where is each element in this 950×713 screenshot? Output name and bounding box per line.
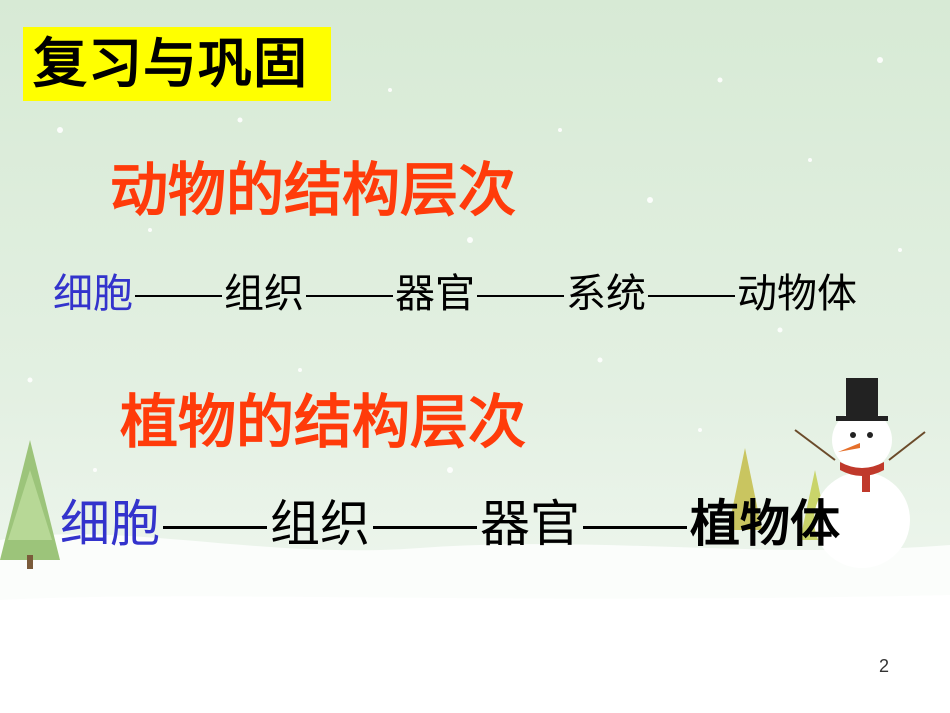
chain-dash — [135, 295, 222, 297]
animal-chain-item: 细胞 — [53, 271, 133, 317]
plant-chain-item: 组织 — [270, 495, 370, 553]
chain-dash — [373, 526, 477, 529]
animal-chain-item: 组织 — [224, 271, 304, 317]
plant-chain-item: 器官 — [480, 495, 580, 553]
animal-structure-heading: 动物的结构层次 — [110, 156, 517, 224]
animal-chain-item: 系统 — [566, 271, 646, 317]
snowman — [794, 378, 926, 568]
animal-chain: 细胞 组织 器官 系统 动物体 — [53, 268, 857, 320]
chain-dash — [306, 295, 393, 297]
plant-chain: 细胞 组织 器官 植物体 — [60, 492, 840, 556]
chain-dash — [648, 295, 735, 297]
animal-chain-item: 器官 — [395, 271, 475, 317]
animal-chain-item: 动物体 — [737, 271, 857, 317]
title-highlight-box — [23, 27, 331, 101]
tree-left — [0, 440, 60, 569]
page-number: 2 — [879, 656, 890, 676]
plant-chain-item: 植物体 — [690, 495, 840, 553]
slide-title: 复习与巩固 — [33, 32, 308, 95]
plant-chain-item: 细胞 — [60, 495, 160, 553]
chain-dash — [163, 526, 267, 529]
chain-dash — [583, 526, 687, 529]
chain-dash — [477, 295, 564, 297]
plant-structure-heading: 植物的结构层次 — [120, 388, 527, 456]
